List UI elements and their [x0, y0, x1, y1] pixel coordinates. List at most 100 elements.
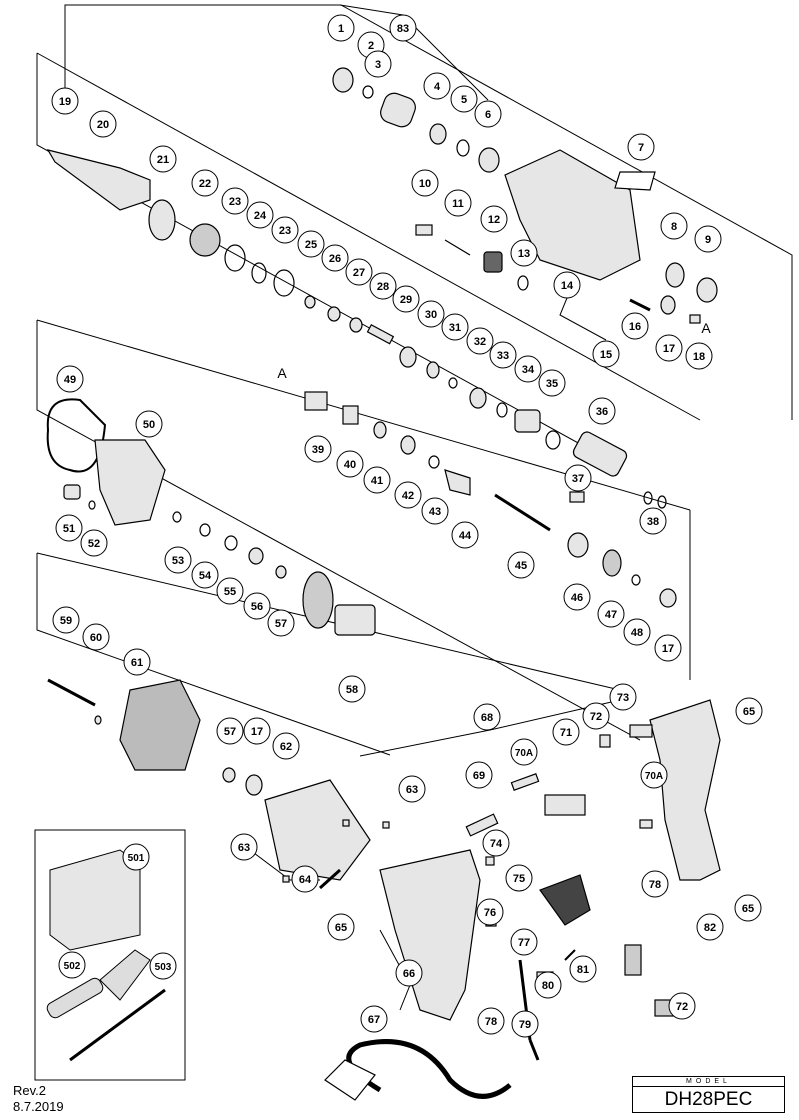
- callout-circle: [476, 898, 504, 926]
- callout-circle: [473, 703, 501, 731]
- callout-15: 15: [592, 340, 620, 368]
- revision-date: 8.7.2019: [13, 1099, 64, 1114]
- callout-circle: [477, 1007, 505, 1035]
- callout-circle: [364, 50, 392, 78]
- callout-33: 33: [489, 341, 517, 369]
- callout-32: 32: [466, 327, 494, 355]
- callout-label: 28: [377, 281, 389, 293]
- callout-501: 501: [122, 843, 150, 871]
- model-label: MODEL: [633, 1077, 784, 1087]
- callout-39: 39: [304, 435, 332, 463]
- callout-label: 70A: [645, 771, 663, 782]
- callout-label: 6: [485, 109, 491, 121]
- callout-label: 17: [662, 643, 674, 655]
- part-number-callouts: 1238345671011128913141516171819202122232…: [51, 14, 763, 1038]
- callout-circle: [297, 230, 325, 258]
- callout-7: 7: [627, 133, 655, 161]
- callout-label: 61: [131, 657, 143, 669]
- accessories-box: [34, 829, 186, 1081]
- callout-71: 71: [552, 718, 580, 746]
- callout-65: 65: [735, 697, 763, 725]
- callout-circle: [321, 244, 349, 272]
- callout-73: 73: [609, 683, 637, 711]
- callout-label: 78: [649, 879, 661, 891]
- callout-label: 24: [254, 210, 267, 222]
- callout-label: 23: [279, 225, 291, 237]
- callout-label: 65: [742, 903, 754, 915]
- reference-mark-a: A: [701, 320, 711, 336]
- callout-label: 9: [705, 234, 711, 246]
- callout-46: 46: [563, 583, 591, 611]
- callout-label: 25: [305, 239, 317, 251]
- callout-31: 31: [441, 313, 469, 341]
- callout-label: 55: [224, 586, 236, 598]
- callout-circle: [685, 342, 713, 370]
- callout-62: 62: [272, 732, 300, 760]
- callout-17: 17: [654, 634, 682, 662]
- callout-label: 73: [617, 692, 629, 704]
- callout-label: 16: [629, 321, 641, 333]
- callout-74: 74: [482, 829, 510, 857]
- callout-circle: [564, 464, 592, 492]
- callout-circle: [58, 951, 86, 979]
- callout-circle: [735, 697, 763, 725]
- callout-label: 49: [64, 374, 76, 386]
- callout-14: 14: [553, 271, 581, 299]
- callout-79: 79: [511, 1010, 539, 1038]
- callout-circle: [243, 717, 271, 745]
- callout-circle: [609, 683, 637, 711]
- callout-label: 81: [577, 964, 589, 976]
- callout-35: 35: [538, 369, 566, 397]
- callout-label: 23: [229, 196, 241, 208]
- callout-circle: [246, 201, 274, 229]
- callout-label: 15: [600, 349, 612, 361]
- callout-circle: [465, 761, 493, 789]
- callout-61: 61: [123, 648, 151, 676]
- callout-42: 42: [394, 481, 422, 509]
- callout-circle: [621, 312, 649, 340]
- callout-78: 78: [477, 1007, 505, 1035]
- callout-label: 20: [97, 119, 109, 131]
- callout-22: 22: [191, 169, 219, 197]
- callout-circle: [597, 600, 625, 628]
- callout-label: 27: [353, 267, 365, 279]
- callout-25: 25: [297, 230, 325, 258]
- callout-9: 9: [694, 225, 722, 253]
- callout-19: 19: [51, 87, 79, 115]
- callout-57: 57: [267, 609, 295, 637]
- callout-label: 502: [64, 961, 81, 972]
- callout-label: 77: [518, 937, 530, 949]
- callout-3: 3: [364, 50, 392, 78]
- callout-label: 13: [518, 248, 530, 260]
- callout-circle: [563, 583, 591, 611]
- callout-label: 71: [560, 727, 572, 739]
- callout-label: 1: [338, 23, 344, 35]
- callout-label: 33: [497, 350, 509, 362]
- callout-54: 54: [191, 561, 219, 589]
- callout-label: 38: [647, 516, 659, 528]
- callout-72: 72: [582, 702, 610, 730]
- callout-label: 51: [63, 523, 75, 535]
- callout-label: 18: [693, 351, 705, 363]
- callout-label: 501: [128, 853, 145, 864]
- callout-5: 5: [450, 85, 478, 113]
- callout-label: 56: [251, 601, 263, 613]
- callout-circle: [538, 369, 566, 397]
- callout-12: 12: [480, 205, 508, 233]
- callout-38: 38: [639, 507, 667, 535]
- callout-circle: [553, 271, 581, 299]
- callout-label: 57: [275, 618, 287, 630]
- callout-circle: [423, 72, 451, 100]
- callout-circle: [360, 1005, 388, 1033]
- callout-circle: [52, 606, 80, 634]
- callout-circle: [466, 327, 494, 355]
- callout-circle: [451, 521, 479, 549]
- callout-13: 13: [510, 239, 538, 267]
- callout-circle: [89, 110, 117, 138]
- callout-circle: [394, 481, 422, 509]
- callout-4: 4: [423, 72, 451, 100]
- callout-82: 82: [696, 913, 724, 941]
- callout-label: 19: [59, 96, 71, 108]
- callout-label: 46: [571, 592, 583, 604]
- callout-label: 503: [155, 962, 172, 973]
